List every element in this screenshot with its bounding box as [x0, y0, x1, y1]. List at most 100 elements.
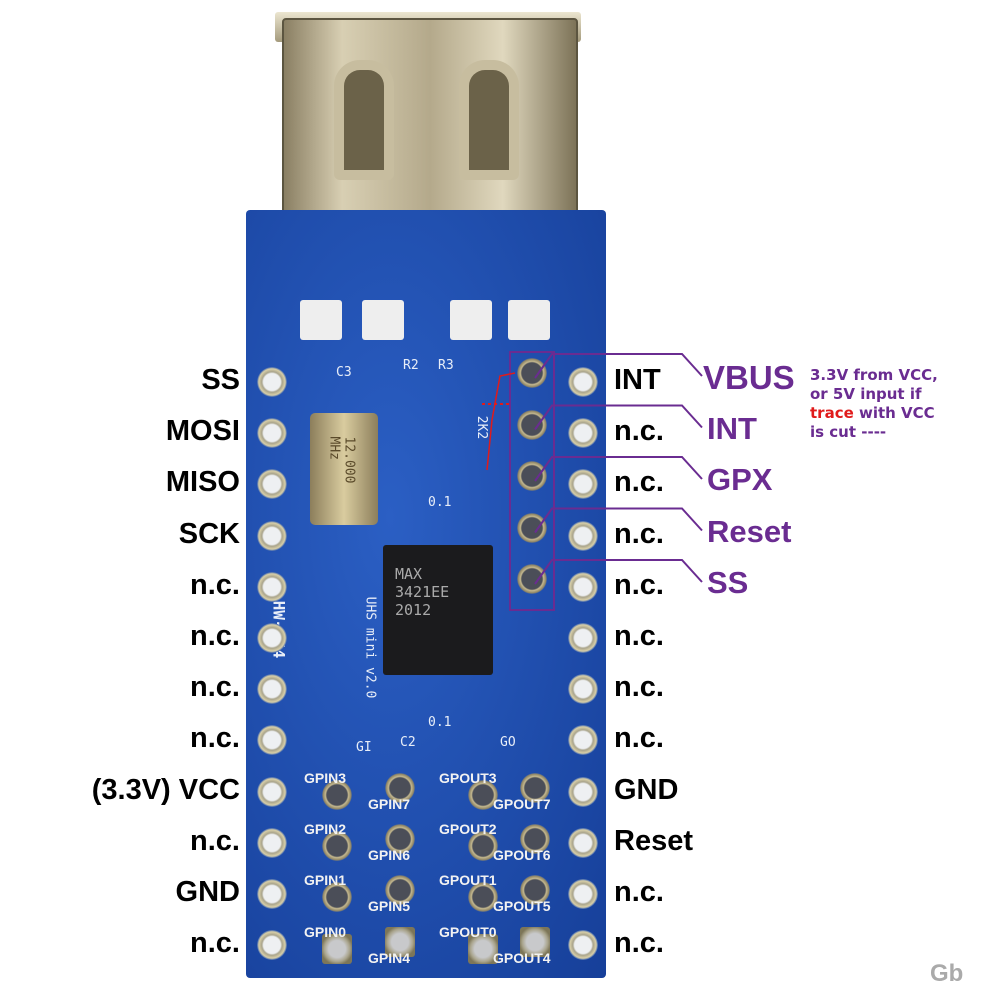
- usb-foot: [508, 300, 550, 340]
- pin-pad-right: [568, 418, 598, 449]
- max3421-chip: MAX 3421EE 2012: [383, 545, 493, 675]
- vbus-note: 3.3V from VCC, or 5V input if trace with…: [810, 366, 938, 442]
- note-line1: 3.3V from VCC,: [810, 366, 938, 384]
- pin-pad-right: [568, 674, 598, 705]
- right-pin-label: n.c.: [614, 466, 664, 499]
- gpout-label: GPOUT2: [439, 821, 497, 838]
- pin-pad-right: [568, 367, 598, 397]
- gpin-pad: [322, 933, 352, 964]
- right-pin-label: INT: [614, 364, 661, 396]
- inner-pin-label-int: INT: [707, 410, 757, 446]
- silk-c2: C2: [400, 735, 416, 750]
- pin-pad-left: [257, 418, 287, 449]
- inner-pin-pad: [517, 461, 547, 491]
- left-pin-label: MOSI: [165, 415, 240, 448]
- usb-spring-tab: [459, 60, 519, 180]
- leader-line: [534, 507, 703, 534]
- left-pin-label: SCK: [178, 517, 240, 550]
- gpout-pad: [520, 824, 550, 855]
- left-pin-label: (3.3V) VCC: [91, 773, 240, 806]
- pin-pad-left: [257, 571, 287, 602]
- gpin-label: GPIN0: [304, 923, 347, 940]
- right-pin-label: Reset: [614, 824, 693, 857]
- watermark: Gb: [930, 960, 964, 987]
- note-line3: with VCC: [853, 404, 935, 422]
- left-pin-label: GND: [175, 876, 240, 908]
- pin-pad-left: [257, 879, 287, 909]
- pin-pad-left: [257, 469, 287, 500]
- inner-pin-pad: [517, 409, 547, 440]
- pin-pad-right: [568, 469, 598, 500]
- right-pin-label: n.c.: [614, 620, 664, 652]
- pin-pad-left: [257, 725, 287, 756]
- gpout-pad: [468, 882, 498, 913]
- gpin-label: GPIN3: [304, 770, 347, 786]
- pin-pad-left: [257, 520, 287, 551]
- leader-line: [534, 559, 703, 585]
- right-pin-label: n.c.: [614, 671, 664, 704]
- gpin-pad: [322, 882, 352, 913]
- left-pin-label: n.c.: [190, 568, 240, 601]
- pin-pad-right: [568, 776, 598, 807]
- gpin-label: GPIN1: [304, 872, 347, 889]
- chip-label: MAX 3421EE 2012: [395, 565, 450, 619]
- right-pin-label: n.c.: [614, 415, 664, 448]
- gpout-pad: [520, 926, 550, 957]
- pin-pad-right: [568, 879, 598, 909]
- inner-pin-label-reset: Reset: [707, 513, 792, 549]
- gpin-label: GPIN2: [304, 821, 347, 838]
- pin-pad-right: [568, 571, 598, 602]
- gpin-label: GPIN6: [368, 847, 411, 864]
- gpin-pad: [385, 875, 415, 906]
- left-pin-label: n.c.: [190, 722, 240, 755]
- left-pin-label: n.c.: [190, 620, 240, 652]
- right-pin-label: GND: [614, 773, 679, 806]
- inner-pin-label-gpx: GPX: [707, 462, 773, 497]
- pin-pad-left: [257, 623, 287, 653]
- gpout-label: GPOUT3: [439, 770, 497, 786]
- crystal: 12.000 MHz: [310, 413, 378, 525]
- right-pin-label: n.c.: [614, 568, 664, 601]
- note-line4: is cut ----: [810, 423, 887, 441]
- gpout-label: GPOUT4: [493, 949, 551, 966]
- left-pin-label: n.c.: [190, 824, 240, 857]
- gpout-pad: [468, 780, 498, 810]
- gpout-pad: [468, 933, 498, 964]
- gpin-pad: [385, 773, 415, 803]
- gpout-pad: [468, 831, 498, 862]
- inner-pin-pad: [517, 564, 547, 594]
- leader-line: [534, 456, 703, 482]
- inner-pin-label-vbus: VBUS: [703, 359, 795, 396]
- pin-pad-left: [257, 776, 287, 807]
- gpout-label: GPOUT7: [493, 796, 551, 812]
- silk-cap1: 0.1: [428, 495, 452, 510]
- pin-pad-right: [568, 827, 598, 858]
- pin-pad-left: [257, 367, 287, 397]
- left-pin-label: MISO: [165, 466, 240, 499]
- left-pin-label: n.c.: [190, 927, 240, 960]
- usb-foot: [362, 300, 404, 340]
- left-pin-label: n.c.: [190, 671, 240, 704]
- silk-c3: C3: [336, 365, 352, 380]
- pin-pad-left: [257, 827, 287, 858]
- inner-pins-box: [509, 351, 555, 611]
- silk-go: GO: [500, 735, 516, 750]
- note-trace-word: trace: [810, 404, 854, 422]
- gpout-pad: [520, 773, 550, 803]
- pin-pad-left: [257, 674, 287, 705]
- usb-foot: [450, 300, 492, 340]
- usb-spring-tab: [334, 60, 394, 180]
- right-pin-label: n.c.: [614, 722, 664, 755]
- red-trace: [486, 372, 516, 471]
- gpin-label: GPIN7: [368, 796, 411, 812]
- inner-pin-pad: [517, 512, 547, 543]
- right-pin-label: n.c.: [614, 876, 664, 908]
- silk-r2: R2: [403, 358, 419, 373]
- silk-cap2: 0.1: [428, 715, 452, 730]
- gpin-pad: [322, 780, 352, 810]
- leader-line: [534, 404, 703, 431]
- left-pin-label: SS: [201, 364, 240, 396]
- silk-gi: GI: [356, 740, 372, 755]
- gpout-label: GPOUT1: [439, 872, 497, 889]
